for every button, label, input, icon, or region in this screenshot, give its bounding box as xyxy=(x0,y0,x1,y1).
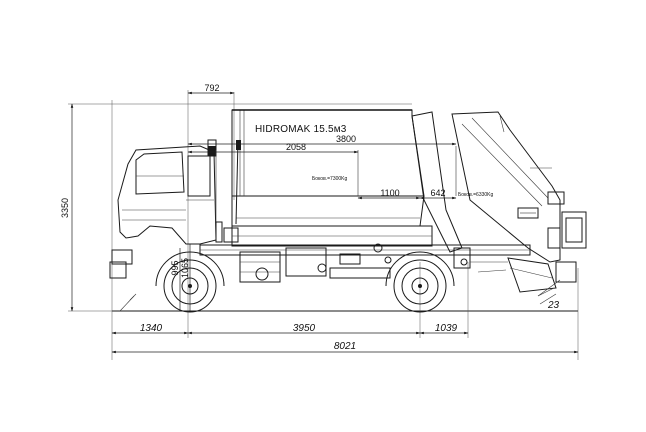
label-1065: 1065 xyxy=(180,258,190,278)
label-cab-offset: 792 xyxy=(204,83,219,93)
label-overall-height: 3350 xyxy=(60,198,70,218)
dimension-cab-offset: 792 xyxy=(187,83,235,95)
label-wheelbase: 3950 xyxy=(293,323,316,334)
dimension-23: 23 xyxy=(537,287,560,311)
label-995: 995 xyxy=(170,260,180,275)
dimension-1100-642: 1100 642 xyxy=(357,188,457,200)
label-front-overhang: 1340 xyxy=(140,323,163,334)
tailgate xyxy=(411,111,587,293)
dimension-axle-heights: 995 1065 xyxy=(170,244,191,311)
label-642: 642 xyxy=(430,188,445,198)
dimension-overall-height: 3350 xyxy=(60,103,74,312)
dimension-3800: 3800 xyxy=(187,134,457,146)
label-1100: 1100 xyxy=(380,188,399,198)
label-3800: 3800 xyxy=(336,134,356,144)
rear-wheel xyxy=(385,247,471,313)
angle-marks xyxy=(119,279,561,312)
hydraulic-details xyxy=(255,146,457,281)
dimension-row-axles: 1340 3950 1039 xyxy=(111,323,469,335)
label-front-load: Боков.=7300Kg xyxy=(312,176,348,182)
truck-cab xyxy=(109,139,239,279)
label-23: 23 xyxy=(547,300,560,311)
label-rear-overhang: 1039 xyxy=(435,323,458,334)
chassis-frame xyxy=(199,244,531,283)
label-rear-load: Боков.=6330Kg xyxy=(458,192,494,198)
dimension-2058: 2058 xyxy=(187,142,359,154)
dimension-overall-length: 8021 xyxy=(111,341,579,354)
label-2058: 2058 xyxy=(286,142,306,152)
label-overall-length: 8021 xyxy=(334,341,356,352)
body-title: HIDROMAK 15.5м3 xyxy=(255,124,347,135)
